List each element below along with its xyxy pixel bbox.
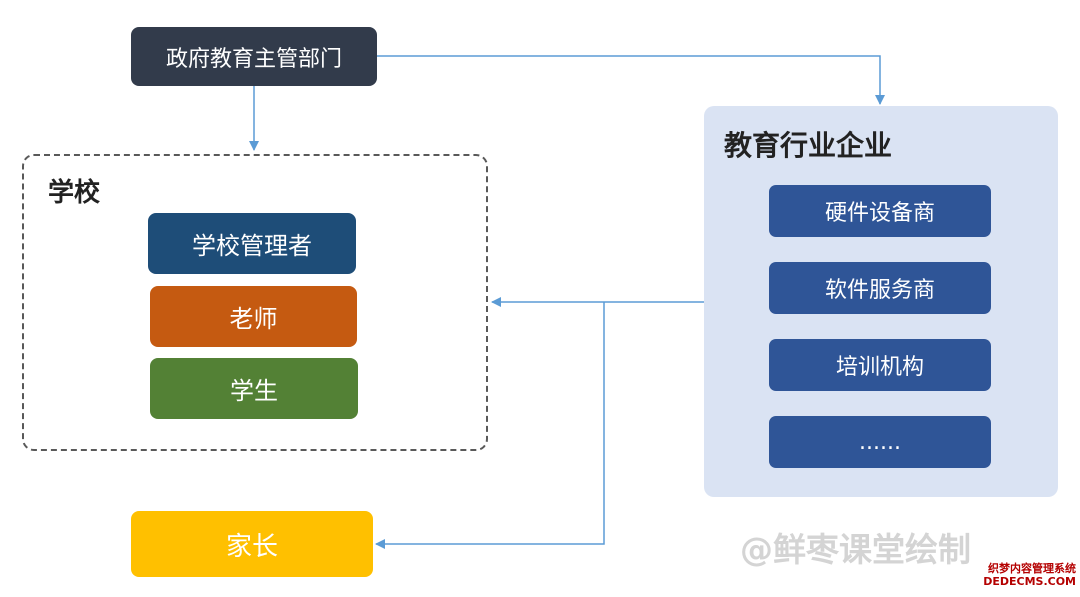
author-watermark: @鲜枣课堂绘制 — [740, 530, 971, 569]
school-group-frame — [22, 154, 488, 451]
industry-title: 教育行业企业 — [724, 129, 893, 162]
student-box: 学生 — [150, 358, 358, 419]
teacher-box: 老师 — [150, 286, 357, 347]
parent-box: 家长 — [131, 511, 373, 577]
school-title: 学校 — [48, 178, 101, 208]
more-vendors-box: ...... — [769, 416, 991, 468]
school-admin-box: 学校管理者 — [148, 213, 356, 274]
arrow-industry-to-parent — [375, 302, 605, 549]
site-watermark-line2: DEDECMS.COM — [983, 575, 1076, 588]
training-institution-box: 培训机构 — [769, 339, 991, 391]
gov-education-authority-box: 政府教育主管部门 — [131, 27, 377, 86]
site-watermark-line1: 织梦内容管理系统 — [988, 562, 1076, 575]
arrow-gov-to-industry — [377, 55, 885, 105]
software-vendor-box: 软件服务商 — [769, 262, 991, 314]
site-watermark: 织梦内容管理系统 DEDECMS.COM — [983, 562, 1076, 588]
hardware-vendor-box: 硬件设备商 — [769, 185, 991, 237]
